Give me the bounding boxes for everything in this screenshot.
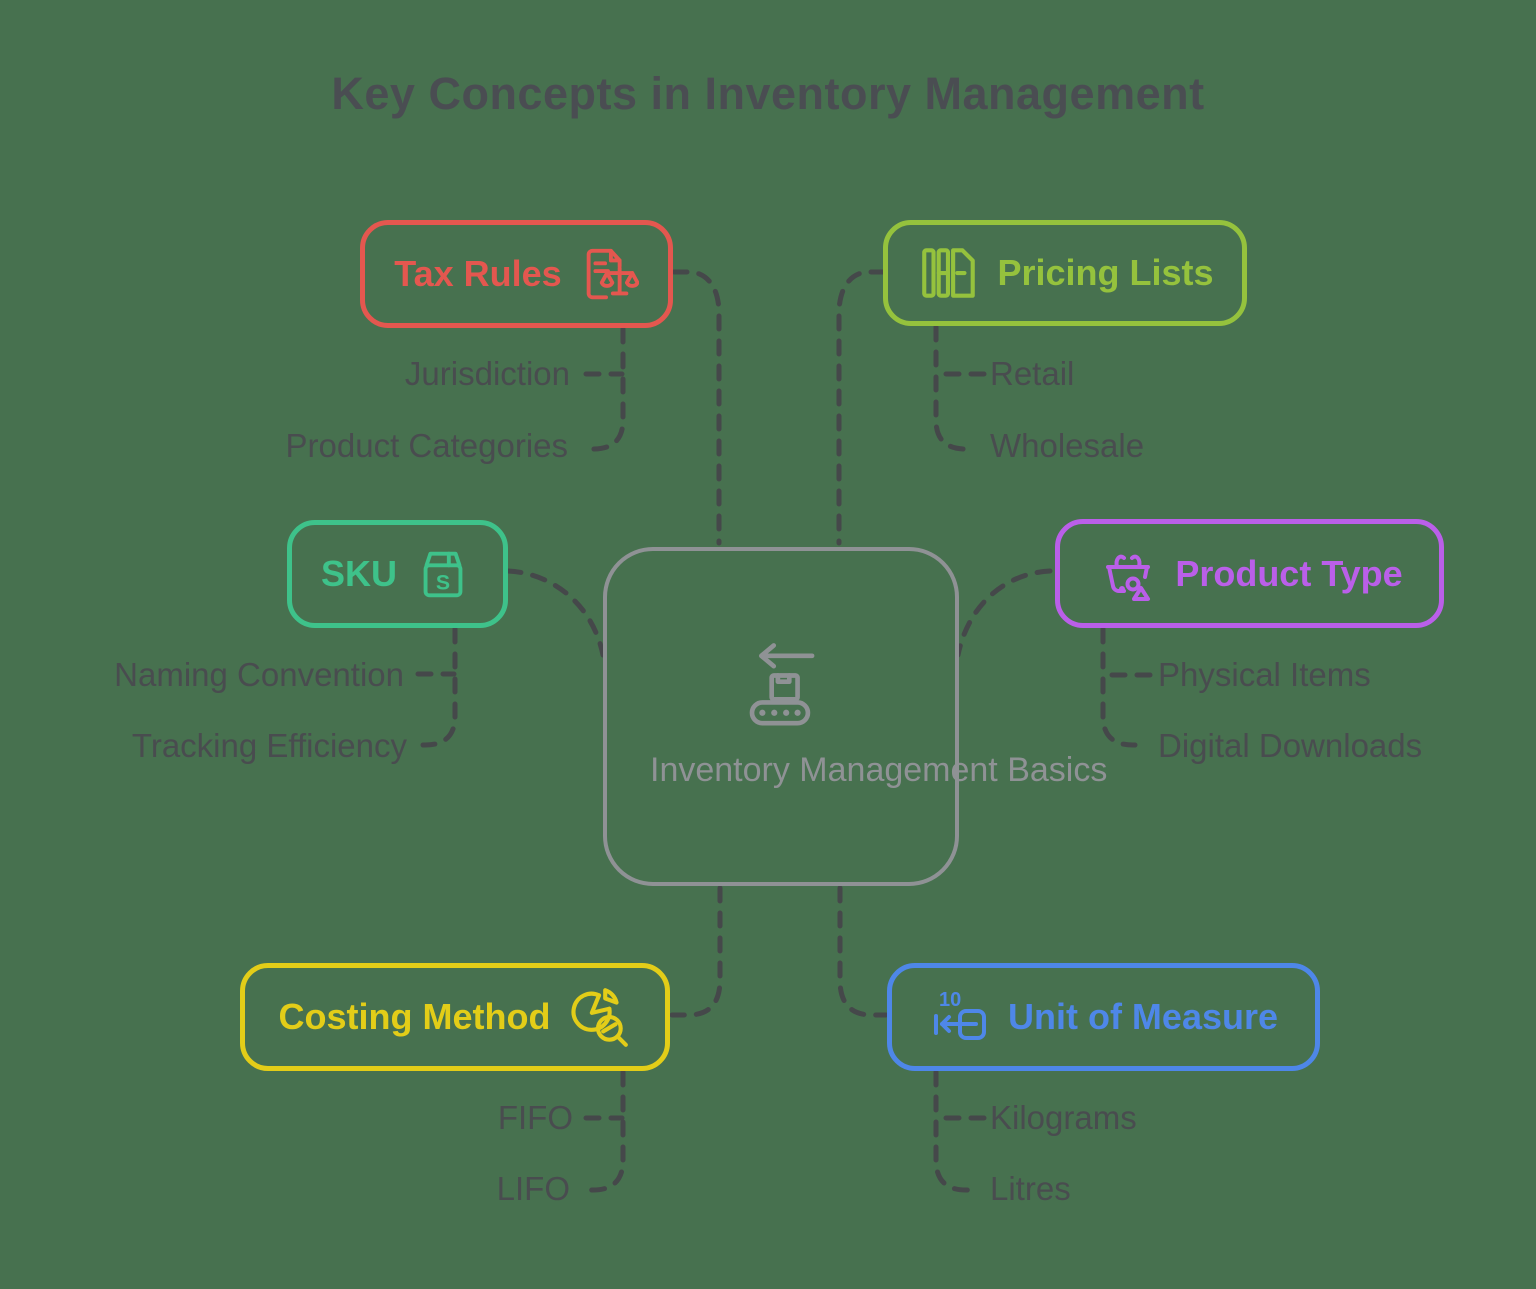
child-label-digital-downloads: Digital Downloads: [1158, 727, 1423, 764]
package-box-icon: S: [423, 551, 463, 598]
measurement-arrow-icon: 10: [933, 989, 986, 1040]
connector-product-center: [955, 568, 1053, 658]
child-label-retail: Retail: [990, 355, 1075, 392]
page-title: Key Concepts in Inventory Management: [331, 68, 1205, 119]
child-label-wholesale: Wholesale: [990, 427, 1145, 464]
shopping-basket-icon: [1106, 554, 1151, 601]
connector-sku-children: [420, 626, 458, 748]
node-product-type: Product Type: [1055, 519, 1444, 628]
child-label-product-categories: Product Categories: [285, 427, 568, 464]
branch-label-tax-rules: Tax Rules: [394, 253, 562, 294]
branch-label-unit-of-measure: Unit of Measure: [1007, 996, 1279, 1037]
connector-costing-children: [588, 1069, 626, 1193]
connector-sku-center: [505, 568, 606, 658]
pie-chart-magnifier-icon: [571, 988, 629, 1047]
branch-label-product-type: Product Type: [1175, 552, 1403, 594]
connector-tax-children: [588, 326, 626, 452]
branch-label-pricing-lists: Pricing Lists: [997, 252, 1214, 293]
child-label-lifo: LIFO: [496, 1170, 570, 1207]
svg-text:10: 10: [939, 989, 961, 1011]
child-label-litres: Litres: [990, 1170, 1071, 1207]
branch-label-sku: SKU: [320, 553, 397, 594]
node-costing-method: Costing Method: [240, 963, 670, 1071]
child-label-tracking-efficiency: Tracking Efficiency: [131, 727, 407, 764]
node-sku: SKU S: [287, 520, 508, 628]
connector-pricing-children: [933, 324, 971, 452]
price-list-icon: [922, 248, 976, 298]
branch-label-costing-method: Costing Method: [278, 996, 551, 1037]
child-label-jurisdiction: Jurisdiction: [404, 355, 570, 392]
node-tax-rules: Tax Rules: [360, 220, 673, 328]
document-scales-icon: [586, 248, 639, 300]
child-label-physical-items: Physical Items: [1158, 656, 1371, 693]
child-label-fifo: FIFO: [497, 1099, 573, 1136]
connector-uom-children: [933, 1069, 971, 1193]
connector-product-children: [1100, 626, 1138, 748]
node-pricing-lists: Pricing Lists: [883, 220, 1247, 326]
node-unit-of-measure: 10 Unit of Measure: [887, 963, 1320, 1071]
child-label-kilograms: Kilograms: [990, 1099, 1137, 1136]
child-label-naming-convention: Naming Convention: [114, 656, 404, 693]
svg-text:S: S: [436, 571, 450, 595]
conveyor-belt-arrow-icon: [749, 643, 815, 726]
